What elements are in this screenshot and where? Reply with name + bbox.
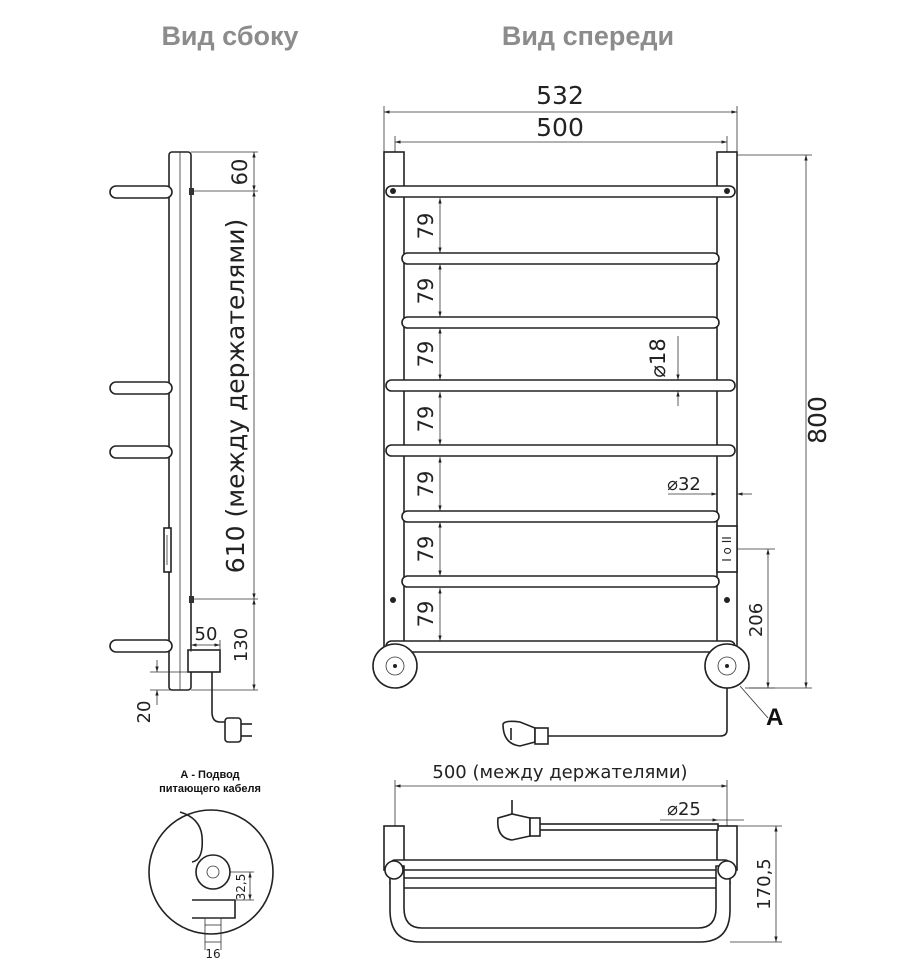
step-label: 79 [414,536,438,563]
side-bar [109,185,173,199]
power-switch[interactable]: I o II [716,525,738,573]
side-control-box [163,527,172,573]
side-bar [109,639,173,653]
post-diameter-label: ⌀32 [667,474,701,495]
front-bar [385,185,736,198]
front-left-end-cap [372,643,418,689]
front-step-dims: 79 79 79 79 79 79 79 [414,198,442,641]
power-cable [548,688,728,737]
bar-diameter-label: ⌀18 [646,338,670,377]
cable-diameter-label: ⌀25 [667,799,701,820]
side-bottom-offset-label: 130 [231,628,252,662]
detail-height-label: 32,5 [234,874,248,901]
detail-title-line1: А - Подвод [180,769,239,781]
switch-height-label: 206 [746,603,767,637]
top-plug-icon [496,800,541,841]
top-bar [389,859,731,871]
front-height-label: 800 [803,396,832,444]
switch-label: I o II [720,536,734,562]
front-bar [385,444,736,457]
front-bar [401,252,720,265]
front-view-title: Вид спереди [502,21,674,51]
top-bar [389,877,731,889]
front-bar [401,575,720,588]
side-bottom-fitting [187,649,221,673]
top-holder-distance-label: 500 (между держателями) [432,762,687,783]
step-label: 79 [414,278,438,305]
detail-width-label: 16 [205,947,220,961]
front-bar [401,510,720,523]
front-inner-width-label: 500 [536,113,584,142]
detail-circle [148,809,274,935]
step-label: 79 [414,341,438,368]
side-view: 60 610 (между держателями) 130 50 20 [109,151,258,743]
front-bar [401,316,720,329]
step-label: 79 [414,406,438,433]
step-label: 79 [414,471,438,498]
side-plug-icon [224,717,252,743]
step-label: 79 [414,213,438,240]
front-bar [385,640,736,653]
top-view: 500 (между держателями) ⌀25 170,5 [383,762,782,943]
step-label: 79 [414,601,438,628]
side-top-offset-label: 60 [228,159,252,186]
front-view: 532 500 [372,81,832,747]
front-right-end-cap [704,643,750,689]
top-cable [537,823,719,831]
side-depth-label: 50 [195,624,218,645]
front-bar [385,379,736,392]
front-left-post [383,151,405,651]
top-u-bar [389,865,731,943]
front-plug-icon [502,720,549,747]
callout-a-label: A [766,704,783,731]
front-outer-width-label: 532 [536,81,584,110]
side-view-title: Вид сбоку [161,21,298,51]
side-bar [109,445,173,459]
side-holder-distance-label: 610 (между держателями) [221,219,250,573]
detail-a: А - Подвод питающего кабеля 32,5 16 [148,769,274,961]
side-base-label: 20 [134,701,155,724]
front-right-post [716,151,738,651]
side-bar [109,381,173,395]
detail-title-line2: питающего кабеля [159,783,261,795]
top-depth-label: 170,5 [754,858,775,910]
